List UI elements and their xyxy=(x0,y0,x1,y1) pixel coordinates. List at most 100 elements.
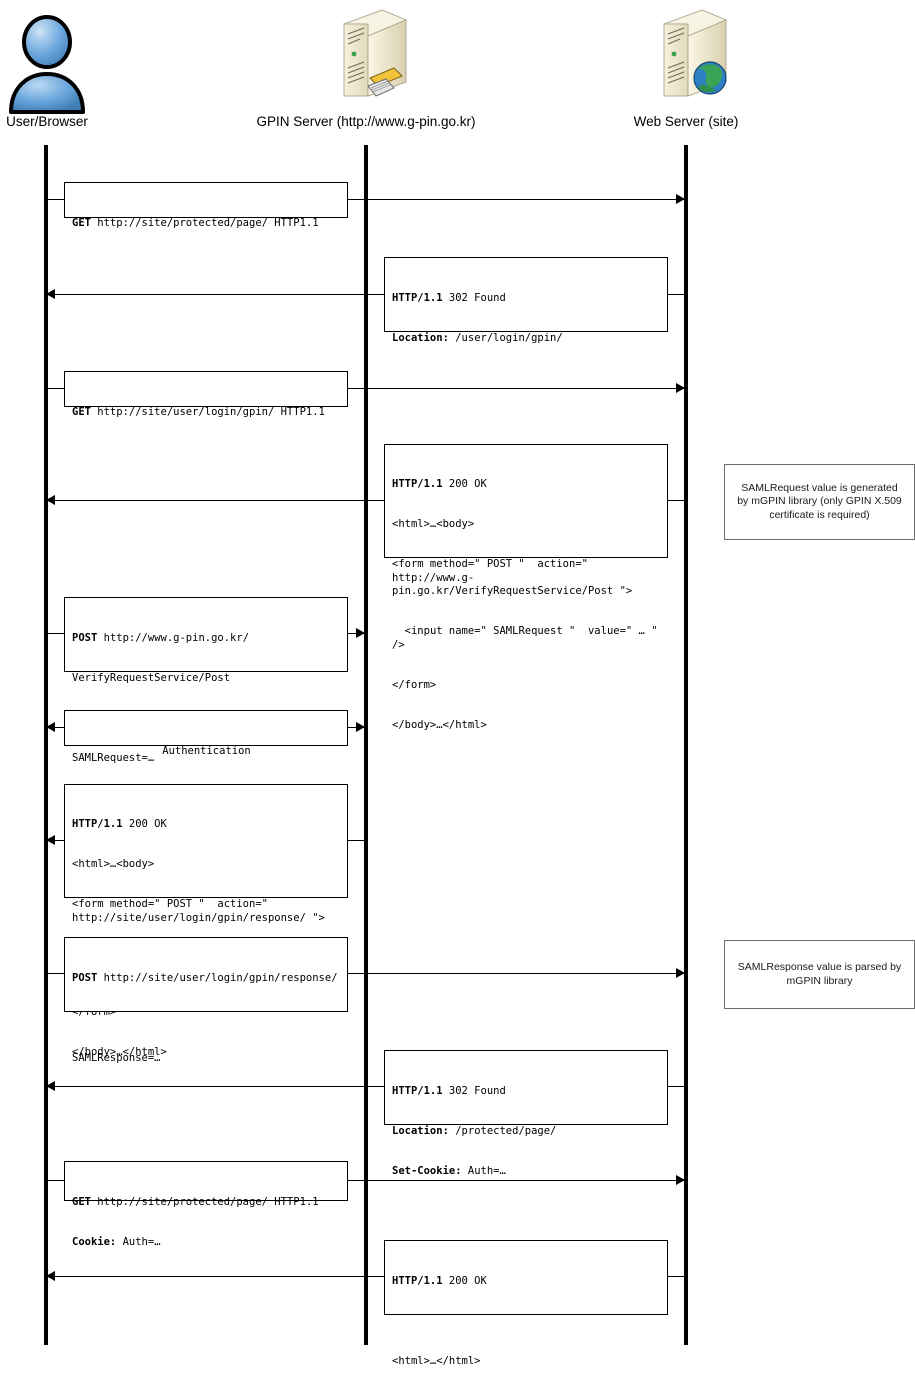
arrowhead-msg-4 xyxy=(46,495,55,505)
user-icon xyxy=(9,15,85,114)
connector-msg-4 xyxy=(46,500,686,501)
msg-line: <html>…</html> xyxy=(392,1355,481,1368)
msg-text: 302 Found xyxy=(442,1084,506,1097)
actor-web-server: Web Server (site) xyxy=(566,6,806,130)
arrowhead-msg-6-left xyxy=(46,722,55,732)
gpin-server-figure xyxy=(226,6,506,114)
msg-line: HTTP/1.1 200 OK xyxy=(392,478,661,491)
msg-text: /protected/page/ xyxy=(448,1125,557,1138)
msg-text: Auth=… xyxy=(461,1165,506,1178)
connector-msg-3 xyxy=(46,388,686,389)
msg-bold-token: Cookie: xyxy=(72,1236,117,1249)
msg-line: </body>…</html> xyxy=(392,719,487,732)
msg-line: HTTP/1.1 200 OK xyxy=(72,818,341,831)
msg-bold-token: HTTP/1.1 xyxy=(392,1274,443,1287)
connector-msg-8 xyxy=(46,973,686,974)
server-globe-icon xyxy=(662,9,728,97)
msg-line: HTTP/1.1 200 OK xyxy=(392,1275,661,1288)
msg-bold-token: HTTP/1.1 xyxy=(392,291,443,304)
connector-msg-1 xyxy=(46,199,686,200)
arrowhead-msg-9 xyxy=(46,1081,55,1091)
connector-msg-9 xyxy=(46,1086,686,1087)
message-box-msg-1-get-protected-page[interactable]: GET http://site/protected/page/ HTTP1.1 xyxy=(64,182,348,229)
msg-line: HTTP/1.1 302 Found xyxy=(392,1085,661,1098)
msg-text: http://site/user/login/gpin/response/ xyxy=(97,971,338,984)
arrowhead-msg-11 xyxy=(46,1271,55,1281)
arrowhead-msg-3 xyxy=(676,383,685,393)
arrowhead-msg-8 xyxy=(676,968,685,978)
lifeline-web-server xyxy=(684,145,688,1345)
msg-line: Set-Cookie: Auth=… xyxy=(392,1165,661,1178)
message-box-msg-2-302-found-login[interactable]: HTTP/1.1 302 Found Location: /user/login… xyxy=(384,257,668,344)
msg-bold-token: Location: xyxy=(392,1125,449,1138)
msg-line: <form method=" POST " action=" http://si… xyxy=(72,898,325,924)
actor-gpin-server: GPIN Server (http://www.g-pin.go.kr) xyxy=(226,6,506,130)
message-box-msg-11-200-ok-html[interactable]: HTTP/1.1 200 OK <html>…</html> xyxy=(384,1240,668,1367)
lifeline-user-browser xyxy=(44,145,48,1345)
arrowhead-msg-6-right xyxy=(356,722,365,732)
sequence-diagram-canvas: User/Browser xyxy=(0,6,915,1367)
message-box-msg-7-200-ok-samlresponse-form[interactable]: HTTP/1.1 200 OK <html>…<body> <form meth… xyxy=(64,784,348,1058)
message-box-msg-3-get-login-gpin[interactable]: GET http://site/user/login/gpin/ HTTP1.1 xyxy=(64,371,348,418)
msg-line: Location: /user/login/gpin/ xyxy=(392,332,661,345)
msg-bold-token: HTTP/1.1 xyxy=(392,1084,443,1097)
msg-text: 200 OK xyxy=(442,477,487,490)
msg-line: VerifyRequestService/Post xyxy=(72,672,231,685)
msg-line: POST http://www.g-pin.go.kr/ xyxy=(72,632,341,645)
msg-line: <form method=" POST " action=" http://ww… xyxy=(392,558,633,598)
msg-text: 200 OK xyxy=(442,1274,487,1287)
web-server-figure xyxy=(566,6,806,114)
actor-label-gpin-server: GPIN Server (http://www.g-pin.go.kr) xyxy=(256,114,476,129)
actor-label-web-server: Web Server (site) xyxy=(633,114,739,129)
msg-bold-token: HTTP/1.1 xyxy=(392,477,443,490)
msg-line: </form> xyxy=(392,678,437,691)
message-box-msg-10-get-protected-page-cookie[interactable]: GET http://site/protected/page/ HTTP1.1 … xyxy=(64,1161,348,1248)
msg-line: GET http://site/protected/page/ HTTP1.1 xyxy=(72,1196,341,1209)
arrowhead-msg-2 xyxy=(46,289,55,299)
msg-bold-token: GET xyxy=(72,405,91,418)
msg-line: Authentication xyxy=(162,744,251,757)
msg-text: http://site/user/login/gpin/ HTTP1.1 xyxy=(90,405,325,418)
message-box-msg-4-200-ok-samlrequest-form[interactable]: HTTP/1.1 200 OK <html>…<body> <form meth… xyxy=(384,444,668,731)
msg-line: Cookie: Auth=… xyxy=(72,1236,341,1249)
actor-label-user-browser: User/Browser xyxy=(6,114,88,129)
msg-bold-token: Set-Cookie: xyxy=(392,1165,462,1178)
message-box-msg-8-post-login-response[interactable]: POST http://site/user/login/gpin/respons… xyxy=(64,937,348,1064)
msg-text: 302 Found xyxy=(442,291,506,304)
msg-text: /user/login/gpin/ xyxy=(448,332,563,345)
arrowhead-msg-10 xyxy=(676,1175,685,1185)
note-samlresponse: SAMLResponse value is parsed by mGPIN li… xyxy=(724,940,915,1009)
msg-bold-token: POST xyxy=(72,631,98,644)
msg-text: http://site/protected/page/ HTTP1.1 xyxy=(90,1195,319,1208)
arrowhead-msg-7 xyxy=(46,835,55,845)
msg-text: http://www.g-pin.go.kr/ xyxy=(97,631,250,644)
note-text: SAMLResponse value is parsed by mGPIN li… xyxy=(737,961,902,987)
connector-msg-2 xyxy=(46,294,686,295)
note-text: SAMLRequest value is generated by mGPIN … xyxy=(737,481,902,521)
msg-line: GET http://site/user/login/gpin/ HTTP1.1 xyxy=(72,406,341,419)
msg-line xyxy=(392,1315,661,1328)
msg-bold-token: POST xyxy=(72,971,98,984)
msg-line: HTTP/1.1 302 Found xyxy=(392,292,661,305)
note-samlrequest: SAMLRequest value is generated by mGPIN … xyxy=(724,464,915,540)
msg-bold-token: GET xyxy=(72,216,91,229)
connector-msg-11 xyxy=(46,1276,686,1277)
arrowhead-msg-5 xyxy=(356,628,365,638)
message-box-msg-9-302-found-set-cookie[interactable]: HTTP/1.1 302 Found Location: /protected/… xyxy=(384,1050,668,1177)
actor-user-browser: User/Browser xyxy=(0,6,94,130)
msg-line: POST http://site/user/login/gpin/respons… xyxy=(72,972,341,985)
connector-msg-10 xyxy=(46,1180,686,1181)
msg-line: Location: /protected/page/ xyxy=(392,1125,661,1138)
msg-text: 200 OK xyxy=(122,817,167,830)
msg-line: SAMLResponse=… xyxy=(72,1052,161,1065)
lifeline-gpin-server xyxy=(364,145,368,1345)
msg-text: http://site/protected/page/ HTTP1.1 xyxy=(90,216,319,229)
msg-line: GET http://site/protected/page/ HTTP1.1 xyxy=(72,217,341,230)
msg-line xyxy=(72,1012,341,1025)
msg-bold-token: Location: xyxy=(392,332,449,345)
msg-text: Auth=… xyxy=(116,1236,161,1249)
message-box-msg-6-authentication[interactable]: Authentication xyxy=(64,710,348,757)
msg-line: </body>…</html> xyxy=(72,1045,167,1058)
message-box-msg-5-post-verifyrequestservice[interactable]: POST http://www.g-pin.go.kr/ VerifyReque… xyxy=(64,597,348,764)
msg-line: <html>…<body> xyxy=(72,858,155,871)
